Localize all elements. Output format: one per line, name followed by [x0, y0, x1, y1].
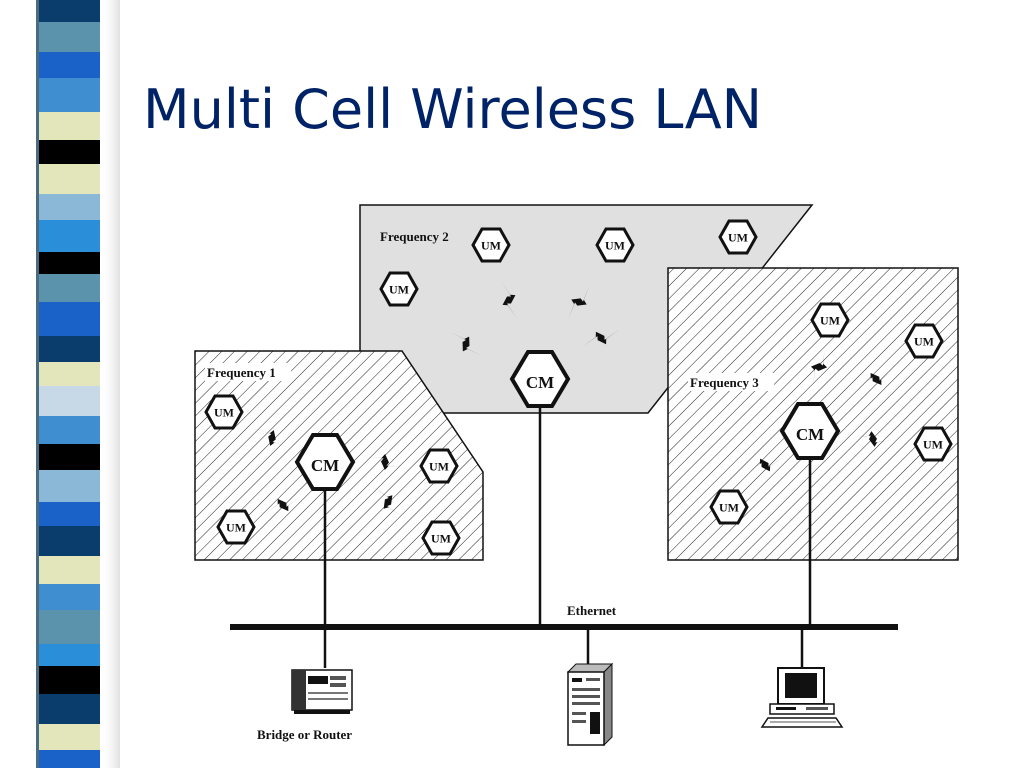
user-module-label: UM: [728, 231, 748, 245]
server-icon: [566, 662, 614, 747]
svg-text:CM: CM: [526, 373, 554, 392]
device-label-bridge-router: Bridge or Router: [257, 727, 352, 742]
user-module: UM: [913, 426, 953, 462]
svg-text:CM: CM: [796, 425, 824, 444]
user-module-label: UM: [820, 314, 840, 328]
control-module-frequency-1: CM: [294, 433, 356, 491]
user-module: UM: [904, 323, 944, 359]
user-module-label: UM: [214, 406, 234, 420]
user-module: UM: [216, 509, 256, 545]
user-module-label: UM: [914, 335, 934, 349]
user-module: UM: [421, 520, 461, 556]
workstation-icon: [760, 667, 844, 728]
user-module: UM: [419, 448, 459, 484]
decorative-side-bar: [36, 0, 120, 768]
user-module-label: UM: [719, 501, 739, 515]
user-module-label: UM: [431, 532, 451, 546]
user-module: UM: [379, 271, 419, 307]
user-module: UM: [718, 219, 758, 255]
user-module-label: UM: [923, 438, 943, 452]
slide-title: Multi Cell Wireless LAN: [143, 78, 763, 141]
cell-frequency-2: [359, 204, 814, 414]
svg-text:CM: CM: [311, 456, 339, 475]
bridge-router-icon: [291, 669, 353, 714]
user-module-label: UM: [605, 239, 625, 253]
cell-label-frequency-2: Frequency 2: [380, 229, 449, 244]
user-module: UM: [709, 489, 749, 525]
user-module-label: UM: [429, 460, 449, 474]
user-module-label: UM: [389, 283, 409, 297]
user-module-label: UM: [226, 521, 246, 535]
ethernet-label: Ethernet: [567, 603, 617, 618]
user-module: UM: [471, 227, 511, 263]
cell-label-frequency-3: Frequency 3: [690, 375, 759, 390]
user-module: UM: [595, 227, 635, 263]
control-module-frequency-3: CM: [779, 402, 841, 460]
cell-label-frequency-1: Frequency 1: [207, 365, 276, 380]
user-module: UM: [810, 302, 850, 338]
user-module: UM: [204, 394, 244, 430]
control-module-frequency-2: CM: [509, 350, 571, 408]
user-module-label: UM: [481, 239, 501, 253]
